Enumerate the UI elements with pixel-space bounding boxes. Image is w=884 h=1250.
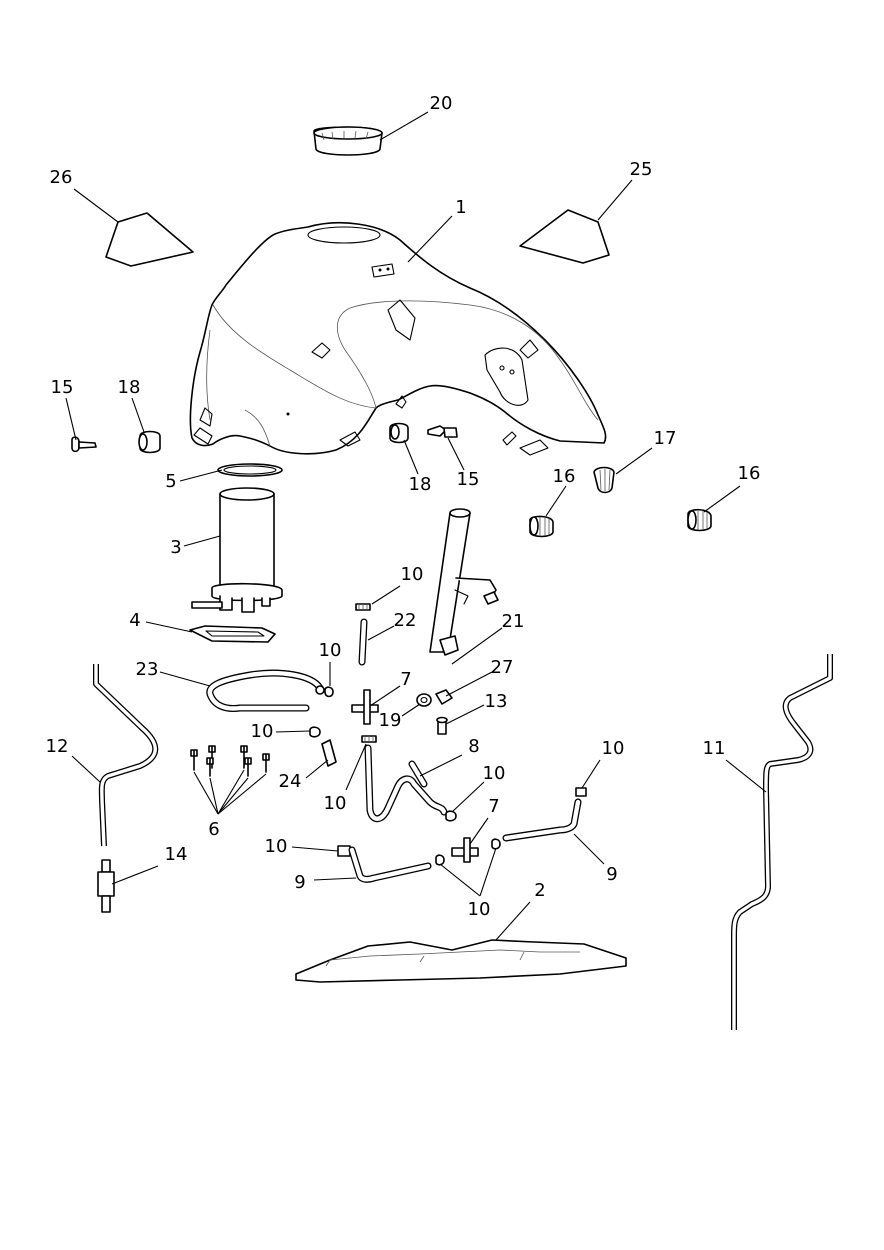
callout-7-upper: 7 [400, 669, 411, 690]
part-27-clip [435, 689, 453, 705]
callout-24: 24 [279, 771, 302, 792]
callout-6: 6 [208, 819, 219, 840]
part-25-right-pad [519, 209, 610, 264]
callout-9-right: 9 [606, 864, 617, 885]
part-20-filler-ring [313, 126, 383, 156]
part-10-clamp-g [491, 838, 501, 850]
callout-5: 5 [165, 471, 176, 492]
bolt-1 [190, 749, 198, 771]
bolt-6 [262, 753, 270, 773]
part-10-clamp-h [435, 854, 445, 866]
part-5-seal-ring [217, 463, 283, 477]
callout-13: 13 [485, 691, 508, 712]
part-10-clamp-a [355, 603, 371, 611]
part-7-tee-upper [351, 689, 379, 725]
callout-10-f: 10 [602, 738, 625, 759]
part-8-hose [364, 744, 448, 823]
callout-25: 25 [630, 159, 653, 180]
part-10-clamp-e [445, 810, 457, 822]
bolt-3 [206, 757, 214, 777]
callout-7-lower: 7 [488, 796, 499, 817]
part-9-hose-right [502, 798, 582, 842]
callout-23: 23 [136, 659, 159, 680]
part-11-right-pipe [731, 654, 833, 1030]
callout-17: 17 [654, 428, 677, 449]
part-3-fuel-pump [191, 487, 283, 613]
leader-lines [65, 111, 767, 941]
callout-26: 26 [50, 167, 73, 188]
callout-1: 1 [455, 197, 466, 218]
part-10-clamp-i [337, 845, 351, 857]
part-10-clamp-b [324, 686, 334, 698]
part-2-panel [295, 939, 627, 983]
callout-10-d: 10 [483, 763, 506, 784]
part-12-left-pipe [93, 664, 159, 847]
part-13-screw [436, 716, 448, 735]
callout-27: 27 [491, 657, 514, 678]
callout-10-a: 10 [401, 564, 424, 585]
callouts: 20 26 25 1 15 18 17 16 16 5 18 15 3 10 4… [46, 93, 761, 920]
callout-14: 14 [165, 844, 188, 865]
callout-10-h: 10 [468, 899, 491, 920]
part-7-tee-lower [451, 837, 479, 863]
callout-18-right: 18 [409, 474, 432, 495]
part-15-push-rivet-left [71, 436, 97, 453]
part-10-clamp-c [309, 726, 321, 738]
part-15-push-rivet-right [427, 425, 458, 438]
part-9-hose-left [348, 846, 432, 883]
callout-10-e: 10 [324, 793, 347, 814]
callout-19: 19 [379, 710, 402, 731]
part-17-cap [593, 466, 615, 494]
part-6-bolts [190, 745, 270, 777]
part-16-cap-right [687, 508, 712, 532]
callout-4: 4 [129, 610, 140, 631]
part-18-grommet-left [138, 430, 161, 454]
callout-21: 21 [502, 611, 525, 632]
part-10-clamp-d [361, 735, 377, 743]
part-18-grommet-right [389, 422, 409, 444]
part-10-clamp-f [575, 787, 587, 797]
callout-16-right: 16 [738, 463, 761, 484]
part-14-inline-filter [97, 859, 115, 913]
callout-11: 11 [703, 738, 726, 759]
bolt-4 [240, 745, 248, 769]
callout-15-right: 15 [457, 469, 480, 490]
callout-2: 2 [534, 880, 545, 901]
part-23-loop-hose [206, 669, 325, 712]
callout-16-left: 16 [553, 466, 576, 487]
part-16-cap-left [529, 515, 554, 538]
part-4-gasket [189, 625, 276, 643]
callout-22: 22 [394, 610, 417, 631]
bolt-leaders [193, 769, 267, 815]
part-22-short-hose [358, 618, 368, 666]
part-19-grommet [416, 693, 432, 707]
bolt-5 [244, 757, 252, 777]
callout-10-b: 10 [319, 640, 342, 661]
callout-9-left: 9 [294, 872, 305, 893]
callout-20: 20 [430, 93, 453, 114]
callout-10-g: 10 [265, 836, 288, 857]
callout-18-left: 18 [118, 377, 141, 398]
part-21-level-sensor [429, 508, 499, 656]
part-26-left-pad [105, 212, 194, 267]
callout-3: 3 [170, 537, 181, 558]
callout-8: 8 [468, 736, 479, 757]
part-24-clip [321, 739, 337, 767]
callout-12: 12 [46, 736, 69, 757]
part-1-fuel-tank [189, 222, 607, 456]
callout-15-left: 15 [51, 377, 74, 398]
callout-10-c: 10 [251, 721, 274, 742]
